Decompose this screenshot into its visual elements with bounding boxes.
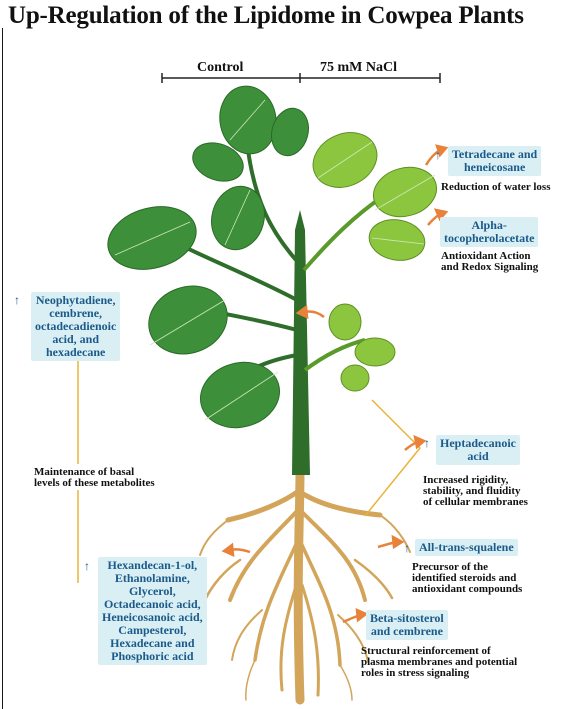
condition-scale-bar [162, 73, 440, 83]
metabolite-alpha-tocopherol: Alpha- tocopherolacetate [440, 217, 538, 247]
metabolite-neophytadiene: Neophytadiene, cembrene, octadecadienoic… [31, 292, 120, 361]
note-line: of cellular membranes [423, 497, 528, 508]
metabolite-tetradecane: Tetradecane and heneicosane [448, 146, 541, 176]
effect-water-loss: Reduction of water loss [441, 182, 550, 193]
up-arrow-icon: ↑ [14, 293, 20, 308]
up-arrow-icon: ↑ [84, 559, 90, 574]
metabolite-squalene: All-trans-squalene [415, 539, 518, 556]
up-arrow-icon: ↑ [424, 436, 430, 451]
metabolite-beta-sitosterol: Beta-sitosterol and cembrene [366, 610, 448, 640]
box-line: tocopherolacetate [444, 232, 534, 245]
metabolite-hexadecanol-group: Hexandecan-1-ol, Ethanolamine, Glycerol,… [98, 557, 207, 665]
note-line: and Redox Signaling [441, 262, 538, 273]
box-line: Phosphoric acid [102, 650, 203, 663]
note-line: antioxidant compounds [412, 584, 522, 595]
effect-membrane-rigidity: Increased rigidity, stability, and fluid… [423, 475, 528, 508]
effect-structural-reinforcement: Structural reinforcement of plasma membr… [361, 646, 517, 679]
note-line: levels of these metabolites [34, 478, 155, 489]
box-line: acid [440, 450, 516, 463]
up-arrow-icon: ↑ [435, 148, 441, 163]
box-line: heneicosane [452, 161, 537, 174]
treatment-leaves [304, 122, 442, 391]
note-line: roles in stress signaling [361, 668, 517, 679]
metabolite-heptadecanoic: Heptadecanoic acid [436, 435, 520, 465]
note-line: Reduction of water loss [441, 182, 550, 193]
effect-steroid-precursor: Precursor of the identified steroids and… [412, 562, 522, 595]
effect-antioxidant: Antioxidant Action and Redox Signaling [441, 251, 538, 273]
box-line: and cembrene [370, 625, 444, 638]
box-line: hexadecane [35, 346, 116, 359]
basal-levels-note: Maintenance of basal levels of these met… [34, 467, 155, 489]
box-line: All-trans-squalene [419, 541, 514, 554]
up-arrow-icon: ↑ [404, 541, 410, 556]
